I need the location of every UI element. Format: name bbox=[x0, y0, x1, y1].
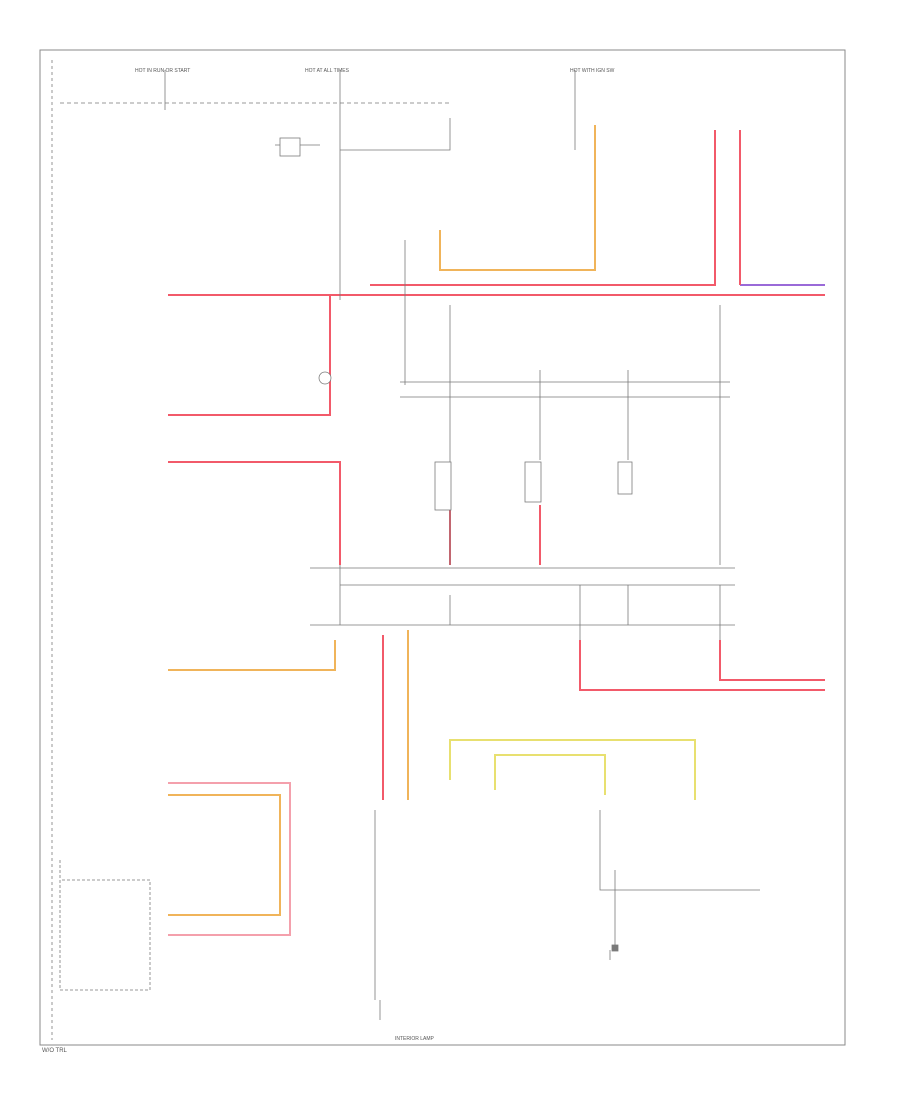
label-top-left: HOT IN RUN OR START bbox=[135, 68, 190, 74]
yellow-loop bbox=[449, 739, 696, 800]
red-vertical-right-1 bbox=[370, 130, 716, 286]
lower-ground bbox=[379, 950, 611, 1020]
red-left-drop bbox=[168, 295, 331, 416]
orange-left-2 bbox=[168, 794, 281, 916]
relay-box-3 bbox=[617, 461, 633, 495]
lamp-symbol bbox=[318, 371, 332, 385]
colored-wires bbox=[168, 125, 825, 936]
black-wires bbox=[51, 60, 760, 1040]
label-top-right: HOT WITH IGN SW bbox=[570, 68, 615, 74]
vertical-wires-upper bbox=[449, 305, 721, 565]
red-low-right-2 bbox=[719, 640, 825, 681]
orange-wire-top bbox=[439, 125, 596, 271]
red-low-right bbox=[579, 640, 825, 691]
diagram-frame bbox=[39, 49, 846, 1046]
label-top-center: HOT AT ALL TIMES bbox=[305, 68, 350, 74]
orange-low-left bbox=[168, 640, 336, 671]
ground-mark bbox=[611, 944, 619, 952]
diagram-footer-code: W/O TRL bbox=[42, 1048, 68, 1054]
pink-left-1 bbox=[168, 782, 291, 936]
component-marks bbox=[279, 137, 633, 952]
lower-center-wires bbox=[374, 810, 760, 1000]
text-labels: HOT IN RUN OR START HOT AT ALL TIMES HOT… bbox=[42, 68, 615, 1054]
h-bus-upper bbox=[400, 381, 730, 398]
red-mid-loop bbox=[168, 461, 341, 565]
switch-bar bbox=[275, 118, 451, 151]
relay-box-2 bbox=[524, 461, 542, 503]
relay-box-1 bbox=[434, 461, 452, 511]
switch-box bbox=[279, 137, 301, 157]
label-bottom-center: INTERIOR LAMP bbox=[395, 1036, 435, 1042]
h-bus-lower bbox=[310, 567, 735, 626]
yellow-loop-2 bbox=[494, 754, 606, 795]
lower-left-box bbox=[59, 860, 151, 991]
vertical-wires-lower bbox=[339, 565, 721, 640]
